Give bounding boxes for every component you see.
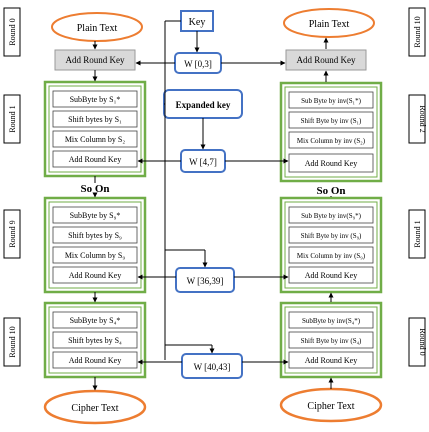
svg-text:Round 0: Round 0 [418, 328, 427, 355]
cipher-text-left: Cipher Text [43, 389, 147, 425]
round-label-right-0: Round 0 [408, 317, 427, 367]
svg-text:Round 10: Round 10 [413, 16, 422, 47]
so-on-right: So On [316, 185, 345, 197]
so-on-left: So On [80, 183, 109, 195]
right-block-round-0: SubByte by inv(S₄*) Shift Byte by inv (S… [279, 301, 383, 379]
svg-text:Sub Byte by inv(S₁*): Sub Byte by inv(S₁*) [301, 97, 361, 105]
svg-text:SubByte by S₁*: SubByte by S₁* [70, 95, 121, 104]
add-round-key-top-left: Add Round Key [54, 49, 136, 71]
round-label-left-0: Round 0 [3, 7, 21, 57]
svg-text:Mix Column by S₂: Mix Column by S₂ [65, 135, 126, 144]
svg-text:Shift bytes by S₄: Shift bytes by S₄ [68, 336, 122, 345]
right-block-round-2: Sub Byte by inv(S₁*) Shift Byte by inv (… [279, 81, 383, 183]
svg-text:W [36,39]: W [36,39] [187, 276, 224, 286]
plain-text-left: Plain Text [51, 12, 143, 42]
svg-text:Sub Byte by inv(S₉*): Sub Byte by inv(S₉*) [301, 212, 361, 220]
key-box: Key [180, 10, 214, 32]
w-4-7: W [4,7] [180, 149, 226, 173]
svg-text:Mix Column by inv (S₂): Mix Column by inv (S₂) [297, 137, 366, 145]
add-round-key-top-right: Add Round Key [285, 49, 367, 71]
svg-text:Cipher Text: Cipher Text [71, 403, 118, 414]
svg-text:Add Round Key: Add Round Key [69, 356, 121, 365]
svg-text:SubByte by inv(S₄*): SubByte by inv(S₄*) [302, 317, 361, 325]
plain-text-right: Plain Text [283, 8, 375, 38]
svg-text:Shift Byte by inv (S₄): Shift Byte by inv (S₄) [301, 337, 362, 345]
svg-text:Round 0: Round 0 [8, 18, 17, 45]
svg-text:Round 10: Round 10 [8, 326, 17, 357]
svg-text:Round 1: Round 1 [413, 220, 422, 247]
svg-text:Add Round Key: Add Round Key [305, 159, 357, 168]
left-block-round-10: SubByte by S₄* Shift bytes by S₄ Add Rou… [43, 301, 147, 379]
w-0-3: W [0,3] [174, 52, 222, 74]
svg-text:Plain Text: Plain Text [309, 19, 350, 30]
svg-text:Key: Key [189, 17, 206, 28]
svg-text:Shift Byte by inv (S₁): Shift Byte by inv (S₁) [301, 117, 362, 125]
svg-text:W [40,43]: W [40,43] [194, 362, 231, 372]
svg-text:SubByte by S₉*: SubByte by S₉* [70, 211, 121, 220]
svg-text:Mix Column by inv (S₉): Mix Column by inv (S₉) [297, 252, 366, 260]
round-label-left-10: Round 10 [3, 317, 21, 367]
svg-text:Expanded key: Expanded key [176, 100, 231, 110]
svg-text:Plain Text: Plain Text [77, 23, 118, 34]
svg-text:Add Round Key: Add Round Key [69, 271, 121, 280]
svg-text:Add Round Key: Add Round Key [305, 356, 357, 365]
left-block-round-1: SubByte by S₁* Shift bytes by S₁ Mix Col… [43, 80, 147, 178]
right-block-round-1: Sub Byte by inv(S₉*) Shift Byte by inv (… [279, 196, 383, 294]
svg-text:Shift bytes by S₁: Shift bytes by S₁ [68, 115, 122, 124]
w-40-43: W [40,43] [181, 353, 243, 379]
round-label-right-1: Round 1 [408, 209, 426, 259]
cipher-text-right: Cipher Text [279, 387, 383, 423]
svg-text:Cipher Text: Cipher Text [307, 401, 354, 412]
round-label-right-10: Round 10 [408, 7, 426, 57]
svg-text:Add Round Key: Add Round Key [297, 55, 356, 65]
svg-text:W [0,3]: W [0,3] [184, 59, 212, 69]
expanded-key-box: Expanded key [163, 89, 243, 119]
svg-text:Round 1: Round 1 [8, 105, 17, 132]
connectors [92, 20, 334, 391]
svg-text:Shift Byte by inv (S₉): Shift Byte by inv (S₉) [301, 232, 362, 240]
svg-text:Mix Column by S₉: Mix Column by S₉ [65, 251, 126, 260]
round-label-right-2: Round 2 [408, 94, 427, 144]
svg-text:Add Round Key: Add Round Key [66, 55, 125, 65]
round-label-left-9: Round 9 [3, 209, 21, 259]
svg-text:Add Round Key: Add Round Key [305, 271, 357, 280]
svg-text:Add Round Key: Add Round Key [69, 155, 121, 164]
svg-text:SubByte by S₄*: SubByte by S₄* [70, 316, 121, 325]
round-label-left-1: Round 1 [3, 94, 21, 144]
svg-text:W [4,7]: W [4,7] [189, 157, 217, 167]
svg-text:Round 2: Round 2 [418, 105, 427, 132]
svg-text:Round 9: Round 9 [8, 220, 17, 247]
w-36-39: W [36,39] [175, 267, 235, 293]
left-block-round-9: SubByte by S₉* Shift bytes by S₉ Mix Col… [43, 196, 147, 294]
svg-text:Shift bytes by S₉: Shift bytes by S₉ [68, 231, 122, 240]
